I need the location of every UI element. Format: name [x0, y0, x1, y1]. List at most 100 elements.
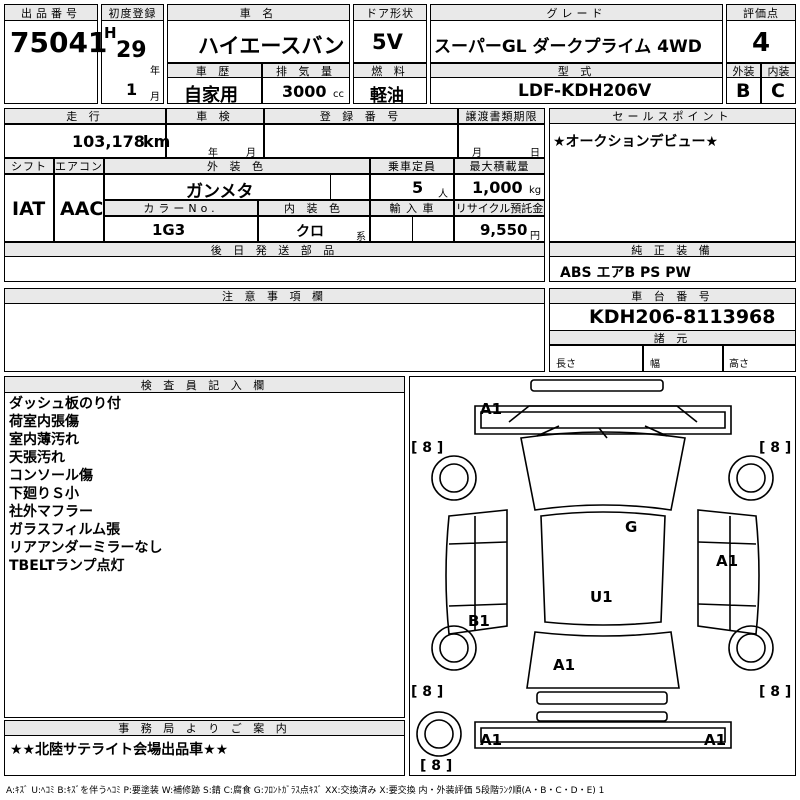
score-label: 評価点 — [726, 4, 796, 21]
right-door-lines — [697, 516, 757, 630]
registration-number-label: 登 録 番 号 — [264, 108, 458, 124]
capacity-unit: 人 — [438, 189, 448, 200]
exterior-grade: B — [736, 80, 751, 102]
equipment-label: 純 正 装 備 — [549, 242, 796, 257]
windshield — [520, 431, 686, 511]
interior-grade-label: 内装 — [761, 63, 796, 78]
body-color-label: 外 装 色 — [104, 158, 370, 174]
damage-legend: A:ｷｽﾞ U:ﾍｺﾐ B:ｷｽﾞを伴うﾍｺﾐ P:要塗装 W:補修跡 S:錆 … — [6, 786, 605, 796]
mark-windshield: G — [625, 518, 638, 536]
inspection-box — [166, 124, 264, 158]
year-unit: 年 — [150, 66, 160, 77]
height-label: 高さ — [729, 359, 749, 370]
max-load: 1,000 — [472, 178, 523, 197]
lot-number: 75041 — [10, 26, 108, 59]
aircon-label: エアコン — [54, 158, 104, 174]
tread-front-left: [ 8 ] — [411, 440, 444, 456]
inspector-note: 下廻りＳ小 — [9, 486, 79, 502]
rear-window — [526, 631, 680, 689]
score: 4 — [752, 28, 771, 58]
mileage-unit: km — [143, 132, 171, 151]
inspector-note: 社外マフラー — [9, 504, 93, 520]
mark-rear-left: A1 — [480, 731, 503, 749]
sales-point: ★オークションデビュー★ — [553, 134, 719, 150]
color-number-box — [104, 216, 258, 242]
aircon: AAC — [60, 198, 104, 220]
import-divider — [412, 216, 454, 242]
displacement: 3000 — [282, 82, 327, 101]
car-name-label: 車 名 — [167, 4, 350, 21]
inspector-note: ダッシュ板のり付 — [9, 396, 121, 412]
rear-left-wheel-icon — [439, 633, 469, 663]
transfer-deadline-label: 譲渡書類期限 — [458, 108, 545, 124]
lot-number-label: 出品番号 — [4, 4, 98, 21]
width-label: 幅 — [650, 359, 660, 370]
caution-label: 注 意 事 項 欄 — [4, 288, 545, 304]
tread-front-right: [ 8 ] — [759, 440, 792, 456]
recycle-deposit-unit: 円 — [530, 231, 540, 242]
history: 自家用 — [184, 85, 238, 106]
era: H — [104, 24, 117, 42]
body-color-divider — [330, 174, 370, 200]
grade-label: グレード — [430, 4, 723, 21]
aircon-box — [54, 174, 104, 242]
later-parts-label: 後 日 発 送 部 品 — [4, 242, 545, 257]
tread-rear-left: [ 8 ] — [411, 684, 444, 700]
shift: IAT — [12, 198, 46, 220]
registration-year: 29 — [116, 38, 147, 63]
displacement-unit: cc — [333, 89, 344, 100]
transfer-day-unit: 日 — [530, 148, 540, 159]
width-box — [643, 345, 723, 372]
mark-rear-gate: A1 — [553, 656, 576, 674]
interior-color: クロ — [296, 224, 324, 240]
height-box — [723, 345, 796, 372]
rear-left-tire-icon — [431, 625, 477, 671]
front-left-tire-icon — [431, 455, 477, 501]
inspector-notes-label: 検 査 員 記 入 欄 — [4, 376, 405, 393]
mark-roof: U1 — [590, 588, 613, 606]
max-load-label: 最大積載量 — [454, 158, 545, 174]
body-color: ガンメタ — [186, 182, 254, 202]
roof-panel — [530, 379, 664, 392]
interior-color-unit: 系 — [356, 232, 366, 243]
max-load-unit: kg — [529, 185, 542, 196]
front-right-wheel-icon — [736, 463, 766, 493]
rear-right-tire-icon — [728, 625, 774, 671]
capacity: 5 — [412, 178, 424, 197]
inspection-label: 車 検 — [166, 108, 264, 124]
fuel: 軽油 — [370, 86, 404, 106]
recycle-deposit-box — [454, 216, 545, 242]
history-label: 車 歴 — [167, 63, 262, 78]
model-code: LDF-KDH206V — [518, 81, 652, 101]
capacity-box — [370, 174, 454, 200]
mark-front-left: A1 — [480, 400, 503, 418]
interior-color-box — [258, 216, 370, 242]
car-name: ハイエースバン — [198, 34, 345, 58]
rear-right-wheel-icon — [736, 633, 766, 663]
roof-center — [540, 511, 666, 626]
front-right-tire-icon — [728, 455, 774, 501]
door-label: ドア形状 — [353, 4, 427, 21]
displacement-label: 排 気 量 — [262, 63, 350, 78]
door-type: 5V — [372, 30, 403, 54]
front-wipers — [536, 425, 668, 439]
left-body-side — [445, 509, 508, 635]
rear-bumper — [536, 691, 668, 705]
model-label: 型 式 — [430, 63, 723, 78]
shift-label: シフト — [4, 158, 54, 174]
tread-rear-right: [ 8 ] — [759, 684, 792, 700]
registration-month: 1 — [126, 80, 138, 99]
capacity-label: 乗車定員 — [370, 158, 454, 174]
recycle-deposit: 9,550 — [480, 221, 528, 239]
interior-color-label: 内 装 色 — [258, 200, 370, 216]
equipment: ABS エアB PS PW — [560, 265, 691, 281]
color-number: 1G3 — [152, 221, 186, 239]
mark-right-door: A1 — [716, 552, 739, 570]
first-registration-label: 初度登録 — [101, 4, 164, 21]
recycle-deposit-label: リサイクル預託金 — [454, 200, 545, 216]
sales-point-label: セールスポイント — [549, 108, 796, 124]
front-left-wheel-icon — [439, 463, 469, 493]
month-unit: 月 — [150, 92, 160, 103]
tread-spare: [ 8 ] — [420, 758, 453, 774]
